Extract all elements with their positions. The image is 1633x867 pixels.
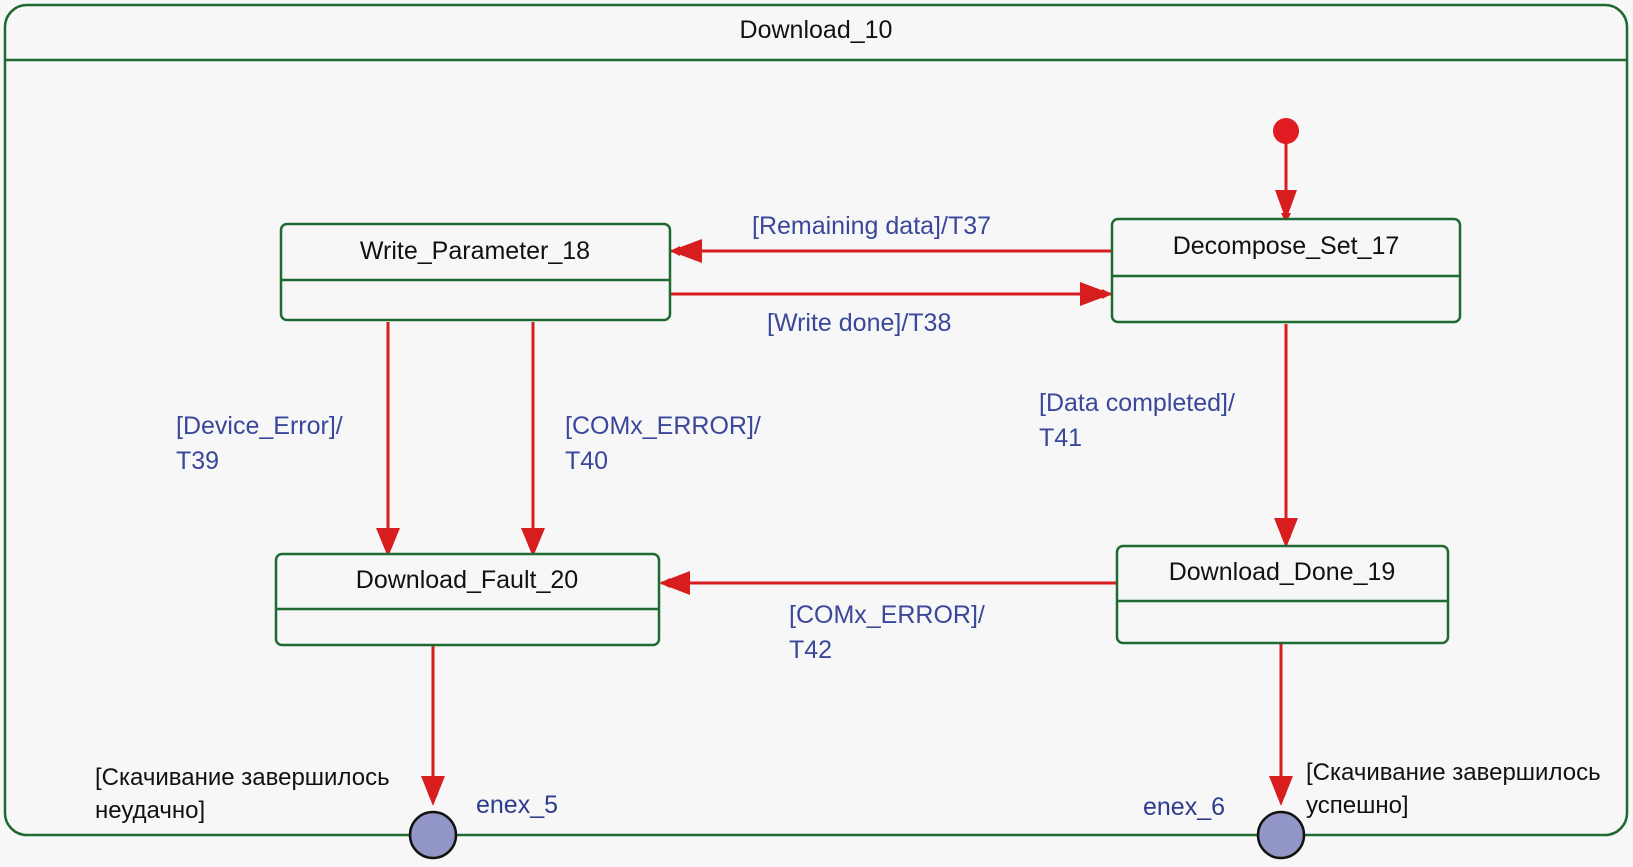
label-t40-line1: [COMx_ERROR]/ bbox=[565, 412, 761, 440]
label-t38: [Write done]/T38 bbox=[767, 309, 951, 337]
exit-point-enex-5[interactable]: enex_5 [Скачивание завершилось неудачно] bbox=[95, 764, 558, 860]
transition-labels: [Remaining data]/T37 [Write done]/T38 [D… bbox=[176, 212, 1235, 664]
label-t39-line1: [Device_Error]/ bbox=[176, 412, 343, 440]
state-write-parameter[interactable]: Write_Parameter_18 bbox=[279, 222, 672, 322]
label-t41-line2: T41 bbox=[1039, 424, 1082, 452]
arrowheads bbox=[376, 190, 1298, 806]
state-title: Download_Done_19 bbox=[1169, 558, 1396, 586]
exit-point-icon bbox=[408, 810, 458, 860]
label-t41-line1: [Data completed]/ bbox=[1039, 389, 1235, 417]
exit-point-name: enex_5 bbox=[476, 791, 558, 819]
exit-note-line2: неудачно] bbox=[95, 797, 205, 824]
exit-note-line1: [Скачивание завершилось bbox=[95, 764, 390, 791]
state-download-done[interactable]: Download_Done_19 bbox=[1115, 544, 1450, 645]
label-t42-line1: [COMx_ERROR]/ bbox=[789, 601, 985, 629]
composite-state-title: Download_10 bbox=[740, 16, 893, 44]
exit-point-name: enex_6 bbox=[1143, 793, 1225, 821]
label-t40-line2: T40 bbox=[565, 447, 608, 475]
exit-note-line1: [Скачивание завершилось bbox=[1306, 759, 1601, 786]
label-t37: [Remaining data]/T37 bbox=[752, 212, 991, 240]
exit-note-line2: успешно] bbox=[1306, 792, 1409, 819]
state-download-fault[interactable]: Download_Fault_20 bbox=[274, 552, 661, 647]
exit-point-enex-6[interactable]: enex_6 [Скачивание завершилось успешно] bbox=[1143, 759, 1601, 860]
state-decompose-set[interactable]: Decompose_Set_17 bbox=[1110, 217, 1462, 324]
initial-pseudostate-icon bbox=[1273, 118, 1299, 144]
label-t39-line2: T39 bbox=[176, 447, 219, 475]
state-title: Download_Fault_20 bbox=[356, 566, 578, 594]
state-title: Decompose_Set_17 bbox=[1173, 232, 1400, 260]
transition-lines bbox=[383, 140, 1291, 804]
exit-point-icon bbox=[1256, 810, 1306, 860]
state-title: Write_Parameter_18 bbox=[360, 237, 590, 265]
label-t42-line2: T42 bbox=[789, 636, 832, 664]
